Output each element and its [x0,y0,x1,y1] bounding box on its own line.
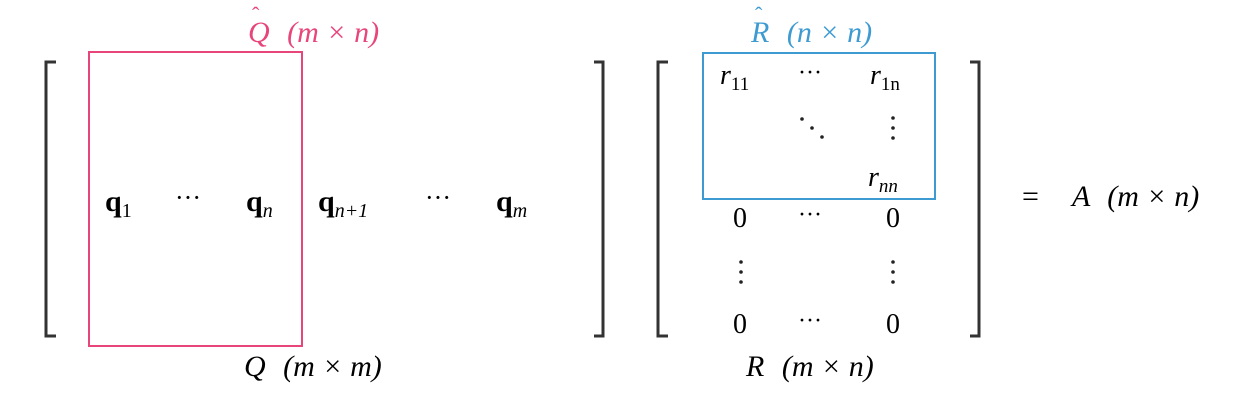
q-column-m: qm [496,185,527,222]
a-matrix-label: A (m × n) [1070,180,1199,213]
r-zero-row1-dots: ··· [798,202,822,228]
r-lower-vdots-right [891,260,895,284]
r-zero-row2-col1: 0 [733,309,747,340]
r-zero-row2-col2: 0 [886,309,900,340]
q-label: Q (m × m) [244,350,382,383]
r-hat-label: R (n × n) [750,16,872,49]
r-row1-hdots: ··· [798,60,822,86]
r-hat-symbol: R [750,16,769,49]
r-right-bracket [970,60,981,338]
equals-sign: = [1022,180,1039,213]
q-hat-box [88,51,303,347]
r-hat-box [702,52,936,200]
q-column-n-plus-1: qn+1 [318,185,368,222]
r-diagonal-dots [800,117,824,139]
r-left-bracket [656,60,668,338]
q-column-dots-1: ··· [175,183,201,212]
r-zero-row1-col2: 0 [886,203,900,234]
r-zero-row1-col1: 0 [733,203,747,234]
q-hat-label: Q (m × n) [248,16,379,49]
r-lower-vdots-left [739,260,743,284]
r-entry-nn: rnn [868,162,898,197]
r-hat-accent: ˆ [755,2,763,27]
r-label: R (m × n) [745,350,874,383]
q-column-1: q1 [105,185,132,222]
r-zero-row2-dots: ··· [798,308,822,334]
q-left-bracket [44,60,56,338]
q-right-bracket [594,60,605,338]
r-upper-vdots [891,116,895,140]
q-hat-symbol: Q [248,16,270,49]
r-hat-dims: (n × n) [787,16,872,49]
q-hat-dims: (m × n) [287,16,379,49]
q-column-n: qn [246,185,273,222]
q-hat-accent: ˆ [252,2,260,27]
r-entry-1n: r1n [870,60,900,95]
q-column-dots-2: ··· [425,183,451,212]
r-entry-11: r11 [720,60,749,95]
